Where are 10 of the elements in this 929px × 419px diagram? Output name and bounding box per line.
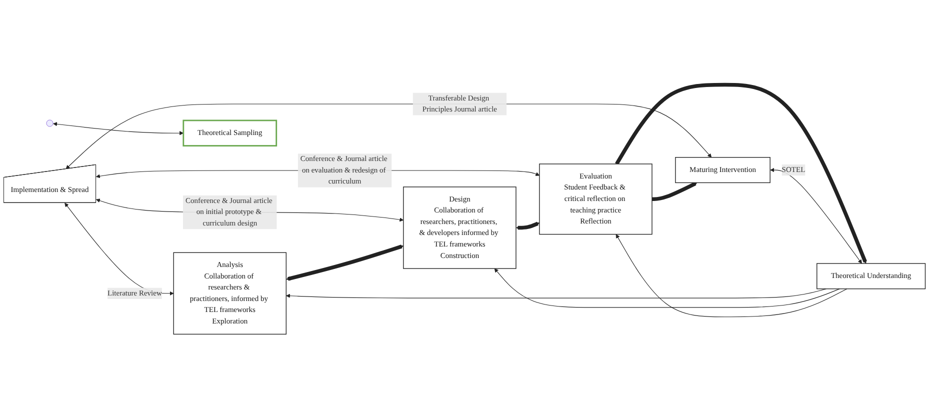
arrow xyxy=(286,288,827,298)
arrow xyxy=(516,222,540,230)
arrow xyxy=(494,268,840,308)
arrow xyxy=(770,168,862,264)
arrow xyxy=(615,82,867,264)
arrow xyxy=(286,244,404,281)
arrow xyxy=(652,182,698,201)
arrow xyxy=(53,122,184,136)
arrow xyxy=(66,104,712,170)
arrow xyxy=(616,234,848,318)
